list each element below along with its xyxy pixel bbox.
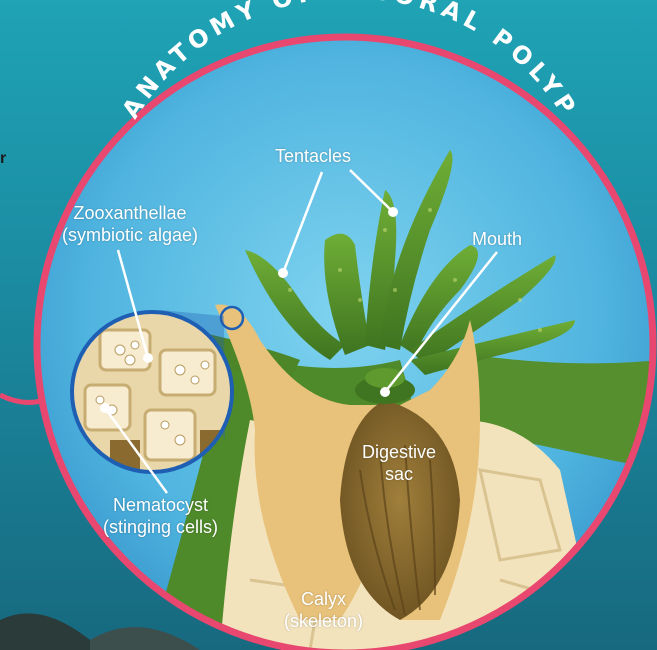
label-calyx: Calyx (skeleton): [284, 588, 363, 632]
edge-text-fragment: r: [0, 150, 6, 168]
label-mouth: Mouth: [472, 228, 522, 250]
label-zooxanthellae: Zooxanthellae (symbiotic algae): [62, 202, 198, 246]
rock-shape: [0, 613, 90, 650]
label-nematocyst: Nematocyst (stinging cells): [103, 494, 218, 538]
label-digestive-sac: Digestive sac: [362, 441, 436, 485]
rock-shape: [90, 627, 200, 650]
label-tentacles: Tentacles: [275, 145, 351, 167]
